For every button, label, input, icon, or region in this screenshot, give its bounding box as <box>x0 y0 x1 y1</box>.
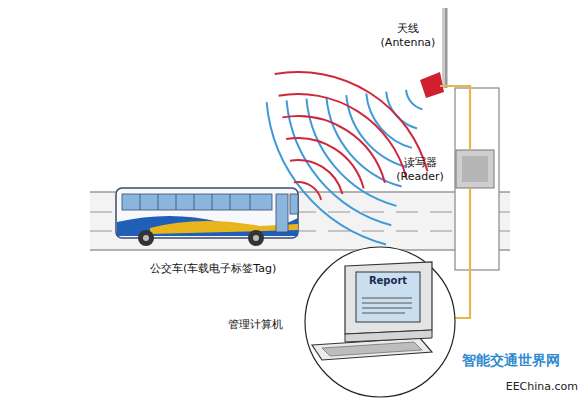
bus <box>116 188 298 246</box>
watermark: 智能交通世界网 <box>462 352 560 370</box>
part-label: 管理计算机 <box>228 318 283 332</box>
wave-arc <box>286 138 363 188</box>
wave-arc <box>287 100 392 225</box>
wave-arc <box>290 160 342 194</box>
wave-arc <box>306 99 396 206</box>
part-label: 公交车(车载电子标签Tag) <box>150 262 276 276</box>
watermark: EEChina.com <box>506 380 578 394</box>
part-label: 天线 (Antenna) <box>373 22 443 50</box>
wave-arc <box>282 116 385 183</box>
screen-text: Report <box>359 275 417 286</box>
wave-arc <box>267 102 386 244</box>
screen-panel: Report <box>357 273 419 288</box>
computer <box>305 247 455 397</box>
part-label: 读写器 (Reader) <box>385 156 455 184</box>
wave-arc <box>406 90 422 109</box>
road <box>90 192 510 250</box>
